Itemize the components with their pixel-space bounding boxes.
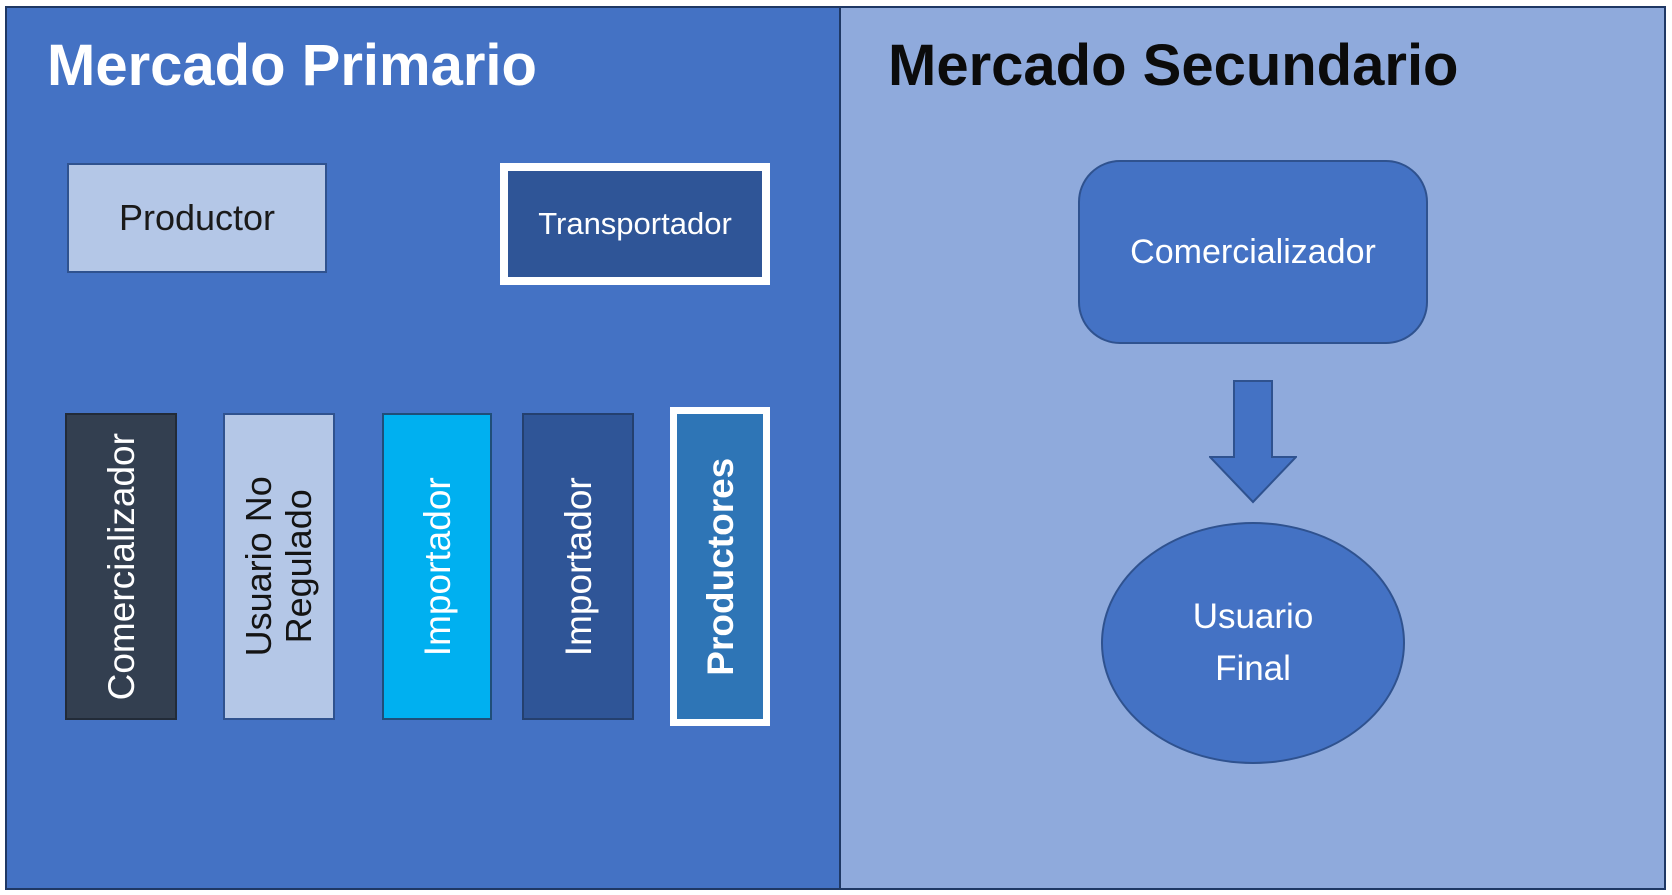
usuario-no-regulado-vertical-label: Usuario No Regulado xyxy=(237,476,319,657)
importador-dark-vertical-box: Importador xyxy=(522,413,634,720)
primary-market-panel: Mercado Primario Productor Transportador… xyxy=(5,6,841,890)
importador-dark-vertical-label: Importador xyxy=(557,477,599,656)
transportador-box: Transportador xyxy=(500,163,770,285)
usuario-final-ellipse: Usuario Final xyxy=(1101,522,1405,764)
usuario-final-label: Usuario Final xyxy=(1192,596,1314,689)
comercializador-vertical-label: Comercializador xyxy=(100,432,142,701)
usuario-no-regulado-vertical-box: Usuario No Regulado xyxy=(223,413,335,720)
comercializador-rounded-label: Comercializador xyxy=(1130,232,1376,271)
importador-cyan-vertical-label: Importador xyxy=(416,477,458,656)
productores-vertical-box: Productores xyxy=(670,407,770,726)
secondary-market-title: Mercado Secundario xyxy=(888,33,1459,98)
productores-vertical-label: Productores xyxy=(699,457,741,676)
productor-label: Productor xyxy=(118,197,276,238)
primary-market-title: Mercado Primario xyxy=(47,33,537,98)
productor-box: Productor xyxy=(67,163,327,273)
importador-cyan-vertical-box: Importador xyxy=(382,413,492,720)
comercializador-vertical-box: Comercializador xyxy=(65,413,177,720)
secondary-market-panel: Mercado Secundario Comercializador Usuar… xyxy=(839,6,1666,890)
down-arrow-icon xyxy=(1209,380,1297,504)
comercializador-rounded-box: Comercializador xyxy=(1078,160,1428,344)
transportador-label: Transportador xyxy=(538,206,732,241)
